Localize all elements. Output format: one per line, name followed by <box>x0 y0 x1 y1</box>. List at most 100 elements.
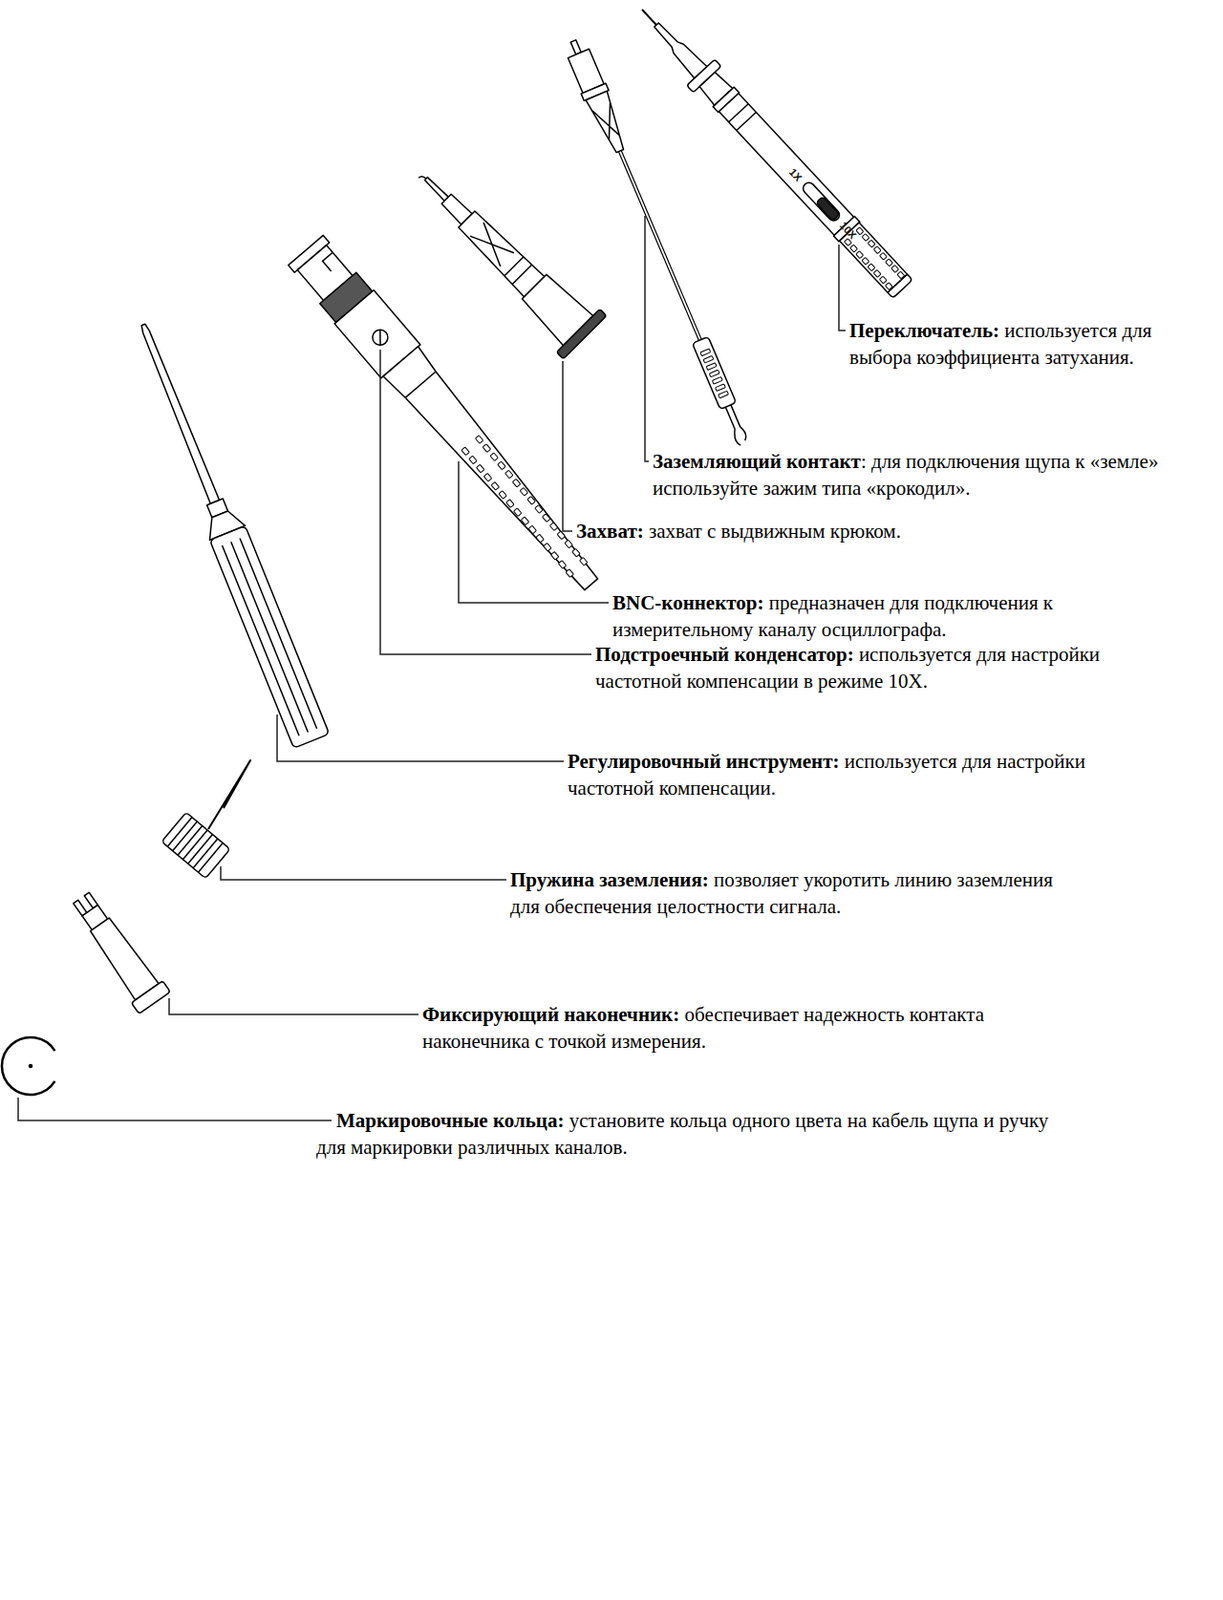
drawing-part <box>649 19 708 79</box>
grip-rib <box>557 560 566 570</box>
grip-rib <box>497 461 506 471</box>
drawing-part <box>383 346 609 601</box>
grip-rib <box>542 514 551 523</box>
grip-rib <box>528 525 537 535</box>
callout-text: BNC-коннектор:предназначен для подключен… <box>612 589 1158 644</box>
grabber-drawing <box>400 152 607 360</box>
drawing-part <box>585 90 631 155</box>
leader-line <box>644 215 649 462</box>
grip-rib <box>879 276 887 284</box>
grip-rib <box>498 491 507 500</box>
leader-line <box>380 349 592 655</box>
grip-rib <box>535 505 543 515</box>
grip-rib <box>850 244 859 253</box>
part-name: Заземляющий контакт <box>652 450 861 473</box>
ring-center-dot <box>29 1065 33 1069</box>
part-description: захват с выдвижным крюком. <box>648 519 902 543</box>
adjustment-tool-drawing <box>125 318 329 750</box>
ground-lead-drawing <box>560 36 757 451</box>
part-name: BNC-коннектор: <box>612 591 764 615</box>
drawing-part <box>642 9 657 25</box>
callout-text: Захват:захват с выдвижным крюком. <box>576 517 1150 545</box>
drawing-part <box>618 151 699 342</box>
part-name: Пружина заземления: <box>510 868 709 892</box>
part-name: Регулировочный инструмент: <box>567 750 840 773</box>
grip-rib <box>550 552 558 561</box>
grip-rib <box>543 542 552 552</box>
callout-text: Регулировочный инструмент:используется д… <box>567 748 1098 802</box>
grip-rib <box>469 455 477 465</box>
drawing-part <box>729 104 749 123</box>
grip-rib <box>565 569 574 579</box>
switch-marking: 10X <box>836 219 859 242</box>
part-name: Фиксирующий наконечник: <box>422 1003 680 1027</box>
callout-text: Маркировочные кольца:установите кольца о… <box>316 1107 1052 1161</box>
grip-rib <box>557 531 565 540</box>
drawing-part <box>369 326 392 349</box>
drawing-part <box>815 196 840 222</box>
drawing-part <box>592 103 623 142</box>
marker-ring <box>1 1037 55 1095</box>
drawing-part <box>322 252 343 272</box>
drawing-part <box>424 176 449 201</box>
grip-rib <box>549 522 558 532</box>
drawing-part <box>161 812 231 879</box>
drawing-part <box>405 371 436 398</box>
drawing-part <box>718 93 854 237</box>
probe-drawing <box>627 0 917 302</box>
grip-rib <box>506 499 515 509</box>
grip-rib <box>703 355 714 364</box>
leader-line <box>838 244 846 331</box>
grip-rib <box>708 369 720 378</box>
drawing-part <box>461 435 588 579</box>
part-name: Маркировочные кольца: <box>336 1109 564 1133</box>
grip-rib <box>867 239 876 248</box>
drawing-part <box>222 537 318 736</box>
drawing-part <box>800 180 842 224</box>
grip-rib <box>536 534 544 543</box>
callout-text: Подстроечный конденсатор:используется дл… <box>595 641 1169 695</box>
grip-rib <box>711 377 723 386</box>
grip-rib <box>564 539 573 549</box>
drawing-part <box>621 150 702 340</box>
drawing-part <box>87 916 159 1001</box>
grip-rib <box>873 246 881 255</box>
leader-line <box>277 714 564 762</box>
callout-text: Фиксирующий наконечник:обеспечивает наде… <box>422 1001 1092 1055</box>
grip-rib <box>700 348 711 357</box>
grip-rib <box>491 482 499 492</box>
drawing-part <box>418 174 427 183</box>
drawing-part <box>467 219 532 284</box>
leader-line <box>220 866 507 880</box>
grip-rib <box>856 251 864 259</box>
drawing-part <box>167 817 223 874</box>
drawing-part <box>138 322 219 504</box>
grip-rib <box>483 472 492 482</box>
drawing-part <box>736 111 756 130</box>
grip-rib <box>482 444 491 453</box>
grip-rib <box>512 478 520 488</box>
grip-rib <box>706 363 717 371</box>
callout-text: Пружина заземления:позволяет укоротить л… <box>510 866 1074 921</box>
switch-marking: 1X <box>787 166 805 184</box>
grip-rib <box>873 269 881 278</box>
fixing-tip-drawing <box>65 887 172 1015</box>
drawing-part <box>372 329 387 345</box>
grip-rib <box>474 435 483 445</box>
part-name: Захват: <box>576 519 644 543</box>
drawing-part <box>130 981 171 1014</box>
grip-rib <box>867 263 876 272</box>
grip-rib <box>861 234 870 242</box>
grip-rib <box>461 447 470 456</box>
grip-rib <box>572 548 580 558</box>
leader-lines <box>18 215 846 1121</box>
grip-rib <box>718 390 730 399</box>
grip-rib <box>514 508 522 517</box>
grip-rib <box>520 516 529 526</box>
grip-rib <box>519 487 528 496</box>
grip-rib <box>715 384 727 392</box>
drawing-part <box>556 308 606 359</box>
grip-rib <box>505 470 514 479</box>
